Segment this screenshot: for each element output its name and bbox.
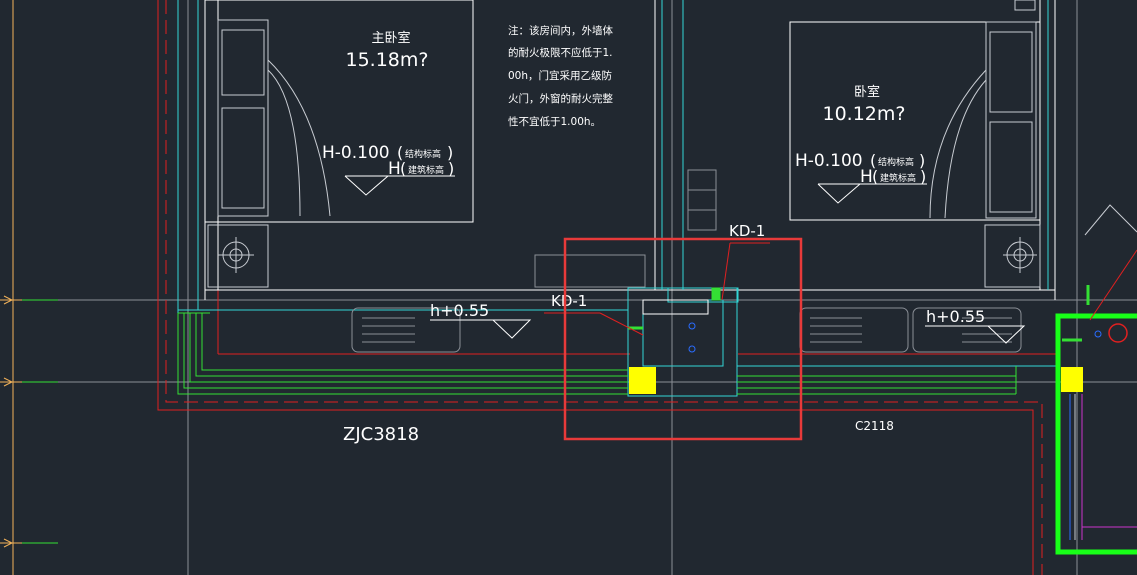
window-tag-left: ZJC3818 [343, 424, 419, 445]
kd-pointer-box [642, 299, 709, 315]
elevation-right-structural: H-0.100 [795, 151, 863, 171]
cyan-lines [177, 0, 1060, 397]
sill-height-left: h+0.55 [430, 301, 489, 320]
window-tag-right: C2118 [855, 419, 894, 433]
grid-axis-ticks [22, 299, 58, 544]
kd-leaders [544, 242, 770, 336]
master-bedroom-name: 主卧室 [371, 30, 410, 46]
note-line-1: 注：该房间内，外墙体 [508, 24, 613, 37]
elevation-left-paren-open: ( [397, 143, 403, 162]
elevation-right-building-paren: ( [872, 167, 878, 186]
elevation-left-structural-tag: 结构标高 [405, 148, 441, 160]
fire-rating-note: 注：该房间内，外墙体 的耐火极限不应低于1. 00h，门宜采用乙级防 火门，外窗… [508, 24, 613, 128]
devices [688, 322, 696, 353]
elevation-left-building-paren: ( [400, 159, 406, 178]
sill-height-right: h+0.55 [926, 307, 985, 326]
structural-columns [629, 367, 1083, 394]
elevation-marks [344, 175, 1026, 344]
elevation-left-building: H [388, 159, 401, 179]
master-bedroom-furniture [207, 19, 331, 288]
elevation-right-building: H [860, 167, 873, 187]
elevation-left-building-tag: 建筑标高 [408, 164, 444, 176]
selection-highlight-box[interactable] [563, 237, 803, 441]
note-line-2: 的耐火极限不应低于1. [508, 46, 613, 59]
bedroom-furniture [929, 0, 1041, 288]
note-line-5: 性不宜低于1.00h。 [508, 115, 601, 128]
elevation-right-structural-tag: 结构标高 [878, 156, 914, 168]
elevation-right-paren-open: ( [870, 151, 876, 170]
elevation-left-building-paren-close: ) [448, 159, 454, 178]
bedroom-name: 卧室 [854, 84, 880, 100]
note-line-3: 00h，门宜采用乙级防 [508, 69, 612, 82]
note-line-4: 火门，外窗的耐火完整 [508, 92, 613, 105]
highlighted-room-frame [1055, 204, 1137, 555]
elevation-left-paren-close: ) [447, 143, 453, 162]
master-bedroom-area: 15.18m? [346, 49, 429, 71]
kd-label-top: KD-1 [729, 222, 765, 240]
kd-label-left: KD-1 [551, 292, 587, 310]
elevation-right-building-tag: 建筑标高 [880, 172, 916, 184]
green-conduit-lines [177, 285, 1090, 395]
elevation-left-structural: H-0.100 [322, 143, 390, 163]
elevation-right-building-paren-close: ) [920, 167, 926, 186]
bedroom-area: 10.12m? [823, 103, 906, 125]
elevation-right-paren-close: ) [919, 151, 925, 170]
